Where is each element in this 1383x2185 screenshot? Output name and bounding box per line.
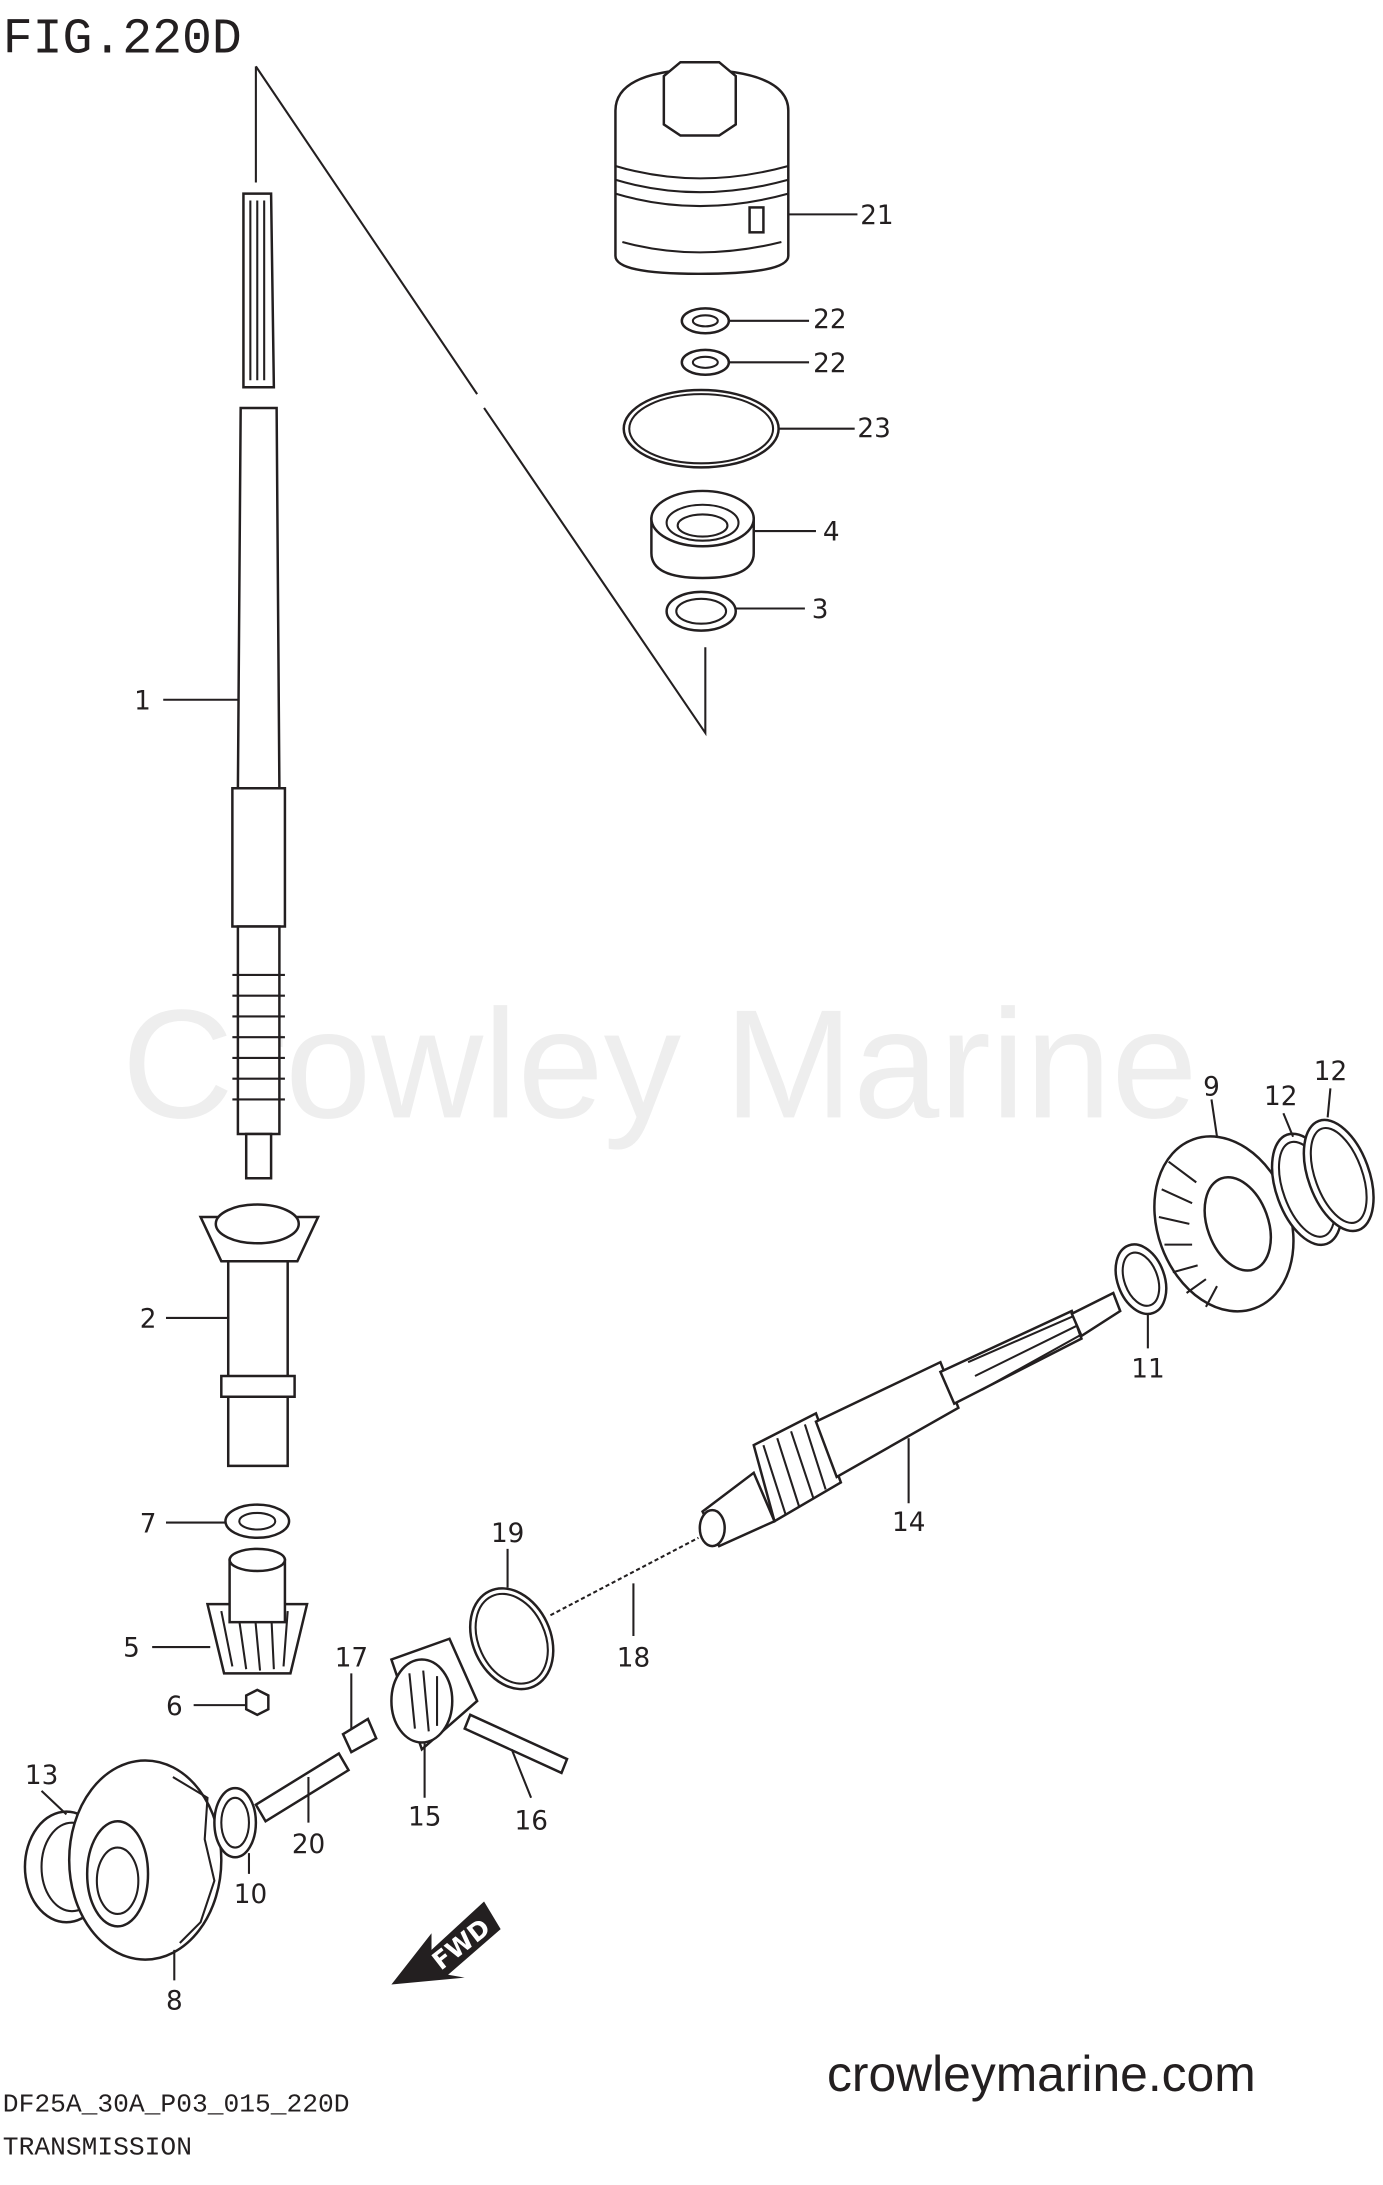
part-7-washer bbox=[224, 1503, 291, 1540]
callout-numbers: 21 22 22 23 4 3 1 2 7 5 6 13 8 10 20 17 … bbox=[25, 201, 1347, 2016]
part-19-ring bbox=[468, 1587, 555, 1691]
callout-8: 8 bbox=[166, 1986, 183, 2016]
part-8-reverse-gear bbox=[67, 1759, 223, 1961]
leader-lines bbox=[40, 213, 1332, 1981]
callout-10: 10 bbox=[234, 1880, 267, 1910]
callout-21: 21 bbox=[860, 201, 893, 231]
callout-22: 22 bbox=[813, 305, 846, 335]
part-1-drive-shaft bbox=[231, 192, 287, 1180]
callout-19: 19 bbox=[491, 1519, 524, 1549]
part-15-clutch bbox=[389, 1637, 479, 1752]
callout-22: 22 bbox=[813, 349, 846, 379]
arrow-down-left-icon bbox=[391, 1901, 501, 1985]
part-22-seal bbox=[680, 348, 731, 377]
callout-6: 6 bbox=[166, 1692, 183, 1722]
callout-12: 12 bbox=[1314, 1057, 1347, 1087]
part-9-forward-gear bbox=[1153, 1135, 1295, 1313]
callout-17: 17 bbox=[335, 1643, 368, 1673]
part-22-seal bbox=[680, 307, 731, 335]
callout-11: 11 bbox=[1131, 1354, 1164, 1384]
part-12-shim bbox=[1302, 1118, 1375, 1233]
callout-4: 4 bbox=[823, 518, 840, 548]
part-17-detent bbox=[341, 1717, 378, 1754]
part-14-propeller-shaft bbox=[698, 1291, 1122, 1548]
callout-13: 13 bbox=[25, 1761, 58, 1791]
callout-12: 12 bbox=[1264, 1082, 1297, 1112]
callout-18: 18 bbox=[617, 1643, 650, 1673]
part-5-pinion bbox=[205, 1547, 309, 1675]
part-18-spring bbox=[549, 1536, 699, 1617]
callout-23: 23 bbox=[857, 414, 890, 444]
part-2-sleeve bbox=[198, 1203, 321, 1468]
callout-7: 7 bbox=[140, 1509, 157, 1539]
callout-2: 2 bbox=[140, 1305, 157, 1335]
part-11-shim bbox=[1114, 1243, 1168, 1316]
watermark: Crowley Marine bbox=[122, 977, 1198, 1150]
callout-14: 14 bbox=[892, 1508, 925, 1538]
callout-15: 15 bbox=[408, 1802, 441, 1832]
callout-20: 20 bbox=[292, 1830, 325, 1860]
part-23-o-ring bbox=[622, 388, 780, 469]
part-4-bearing bbox=[650, 489, 755, 580]
fwd-direction-marker: FWD bbox=[391, 1901, 501, 1985]
figure-name: TRANSMISSION bbox=[3, 2133, 192, 2163]
reference-lines bbox=[254, 65, 707, 737]
callout-16: 16 bbox=[514, 1807, 547, 1837]
callout-1: 1 bbox=[134, 686, 151, 716]
part-16-pin bbox=[463, 1713, 569, 1775]
callout-5: 5 bbox=[123, 1634, 140, 1664]
part-6-nut bbox=[244, 1688, 270, 1717]
callout-3: 3 bbox=[812, 595, 829, 625]
figure-title: FIG.220D bbox=[3, 12, 242, 68]
figure-code: DF25A_30A_P03_015_220D bbox=[3, 2090, 350, 2120]
callout-9: 9 bbox=[1203, 1072, 1220, 1102]
part-20-push-rod bbox=[254, 1751, 351, 1824]
website-label: crowleymarine.com bbox=[827, 2046, 1256, 2102]
part-21-housing bbox=[614, 60, 790, 276]
